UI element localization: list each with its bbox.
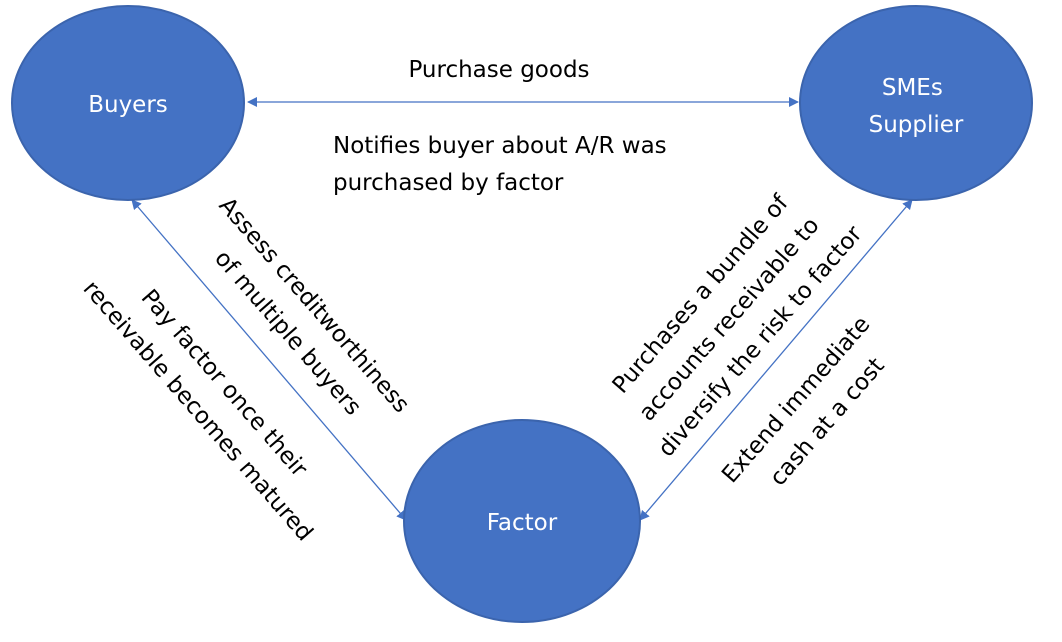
node-supplier-shape (799, 5, 1033, 201)
label-assess-line1: Assess creditworthiness (214, 193, 415, 418)
arrow-buyers-factor (131, 199, 407, 521)
label-assess: Assess creditworthiness of multiple buye… (185, 193, 419, 449)
node-supplier-label-line1: SMEs (882, 75, 943, 101)
node-factor: Factor (403, 419, 641, 623)
label-notifies-line1: Notifies buyer about A/R was (333, 133, 667, 159)
arrow-supplier-factor (639, 199, 913, 521)
node-factor-shape (403, 419, 641, 623)
node-factor-label: Factor (487, 510, 558, 536)
node-supplier: SMEs Supplier (799, 5, 1033, 201)
label-purchase-goods: Purchase goods (408, 57, 589, 83)
node-buyers-shape (11, 5, 245, 201)
node-buyers-label: Buyers (88, 92, 168, 118)
label-notifies-line2: purchased by factor (333, 170, 564, 196)
label-notifies: Notifies buyer about A/R was purchased b… (333, 133, 674, 196)
node-supplier-label-line2: Supplier (869, 112, 964, 138)
node-buyers: Buyers (11, 5, 245, 201)
node-supplier-label: SMEs Supplier (869, 75, 964, 138)
